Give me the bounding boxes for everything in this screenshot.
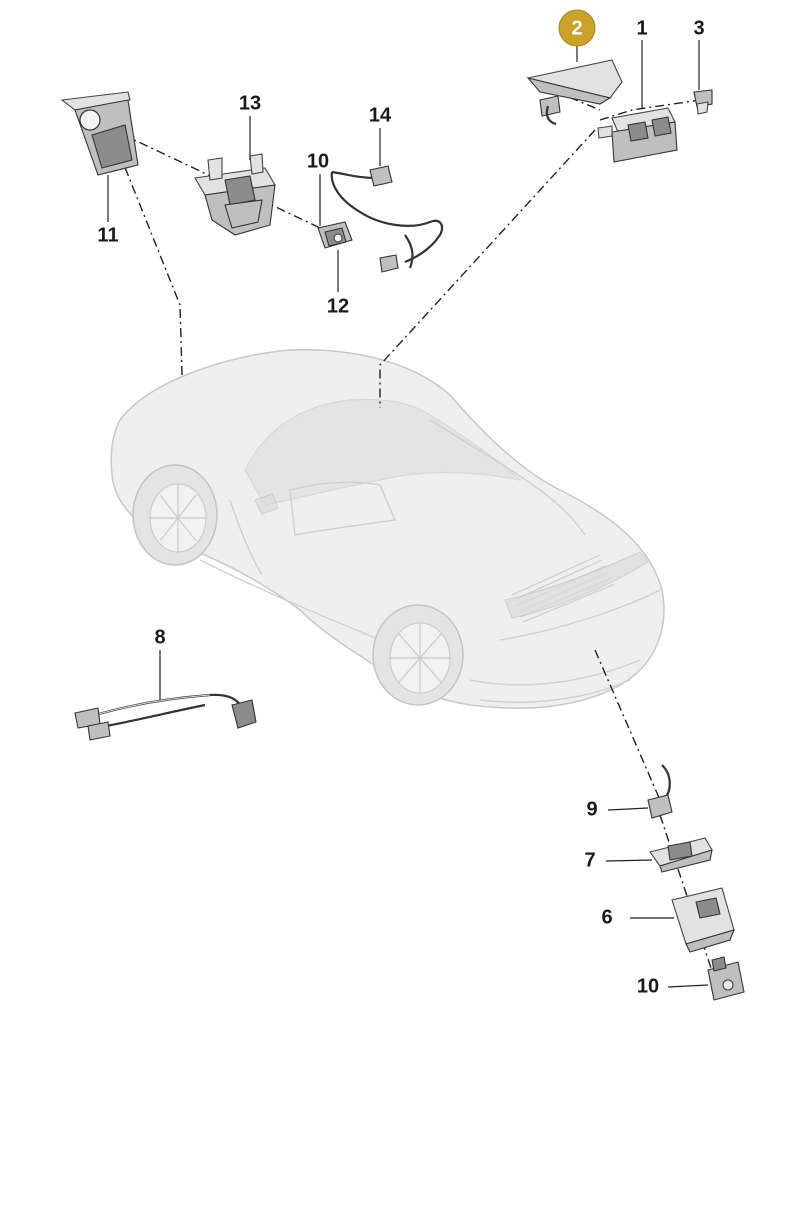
callout-8[interactable]: 8 [154,626,165,648]
part-3-clip[interactable] [693,89,713,115]
part-13-mount[interactable] [194,153,276,236]
leader-lines [107,40,709,988]
part-6-housing[interactable] [671,887,735,953]
part-11-bracket[interactable] [60,91,139,176]
rear-wheel [372,604,464,706]
part-10-camera-top[interactable] [317,221,353,249]
callout-1[interactable]: 1 [636,17,647,39]
part-9-sensor[interactable] [647,764,673,819]
callouts: 2 1 3 13 14 10 11 12 8 9 7 6 10 [97,9,705,997]
callout-13[interactable]: 13 [239,92,261,114]
callout-14[interactable]: 14 [369,104,392,126]
part-10-camera-rear[interactable] [707,956,745,1001]
part-7-bracket[interactable] [649,837,713,873]
callout-12[interactable]: 12 [327,295,349,317]
part-14-harness[interactable] [330,165,444,273]
part-2-cover[interactable] [526,59,623,126]
callout-6[interactable]: 6 [601,906,612,928]
car-body [110,349,665,709]
highlight-circle [558,9,596,47]
callout-10-rear[interactable]: 10 [637,975,659,997]
front-wheel [132,464,218,566]
callout-2[interactable]: 2 [571,17,582,39]
part-1-control-unit[interactable] [597,107,678,163]
callout-10-top[interactable]: 10 [307,150,329,172]
part-8-cable[interactable] [74,693,257,741]
callout-9[interactable]: 9 [586,798,597,820]
callout-11[interactable]: 11 [97,224,118,246]
callout-7[interactable]: 7 [584,849,595,871]
callout-3[interactable]: 3 [693,17,704,39]
